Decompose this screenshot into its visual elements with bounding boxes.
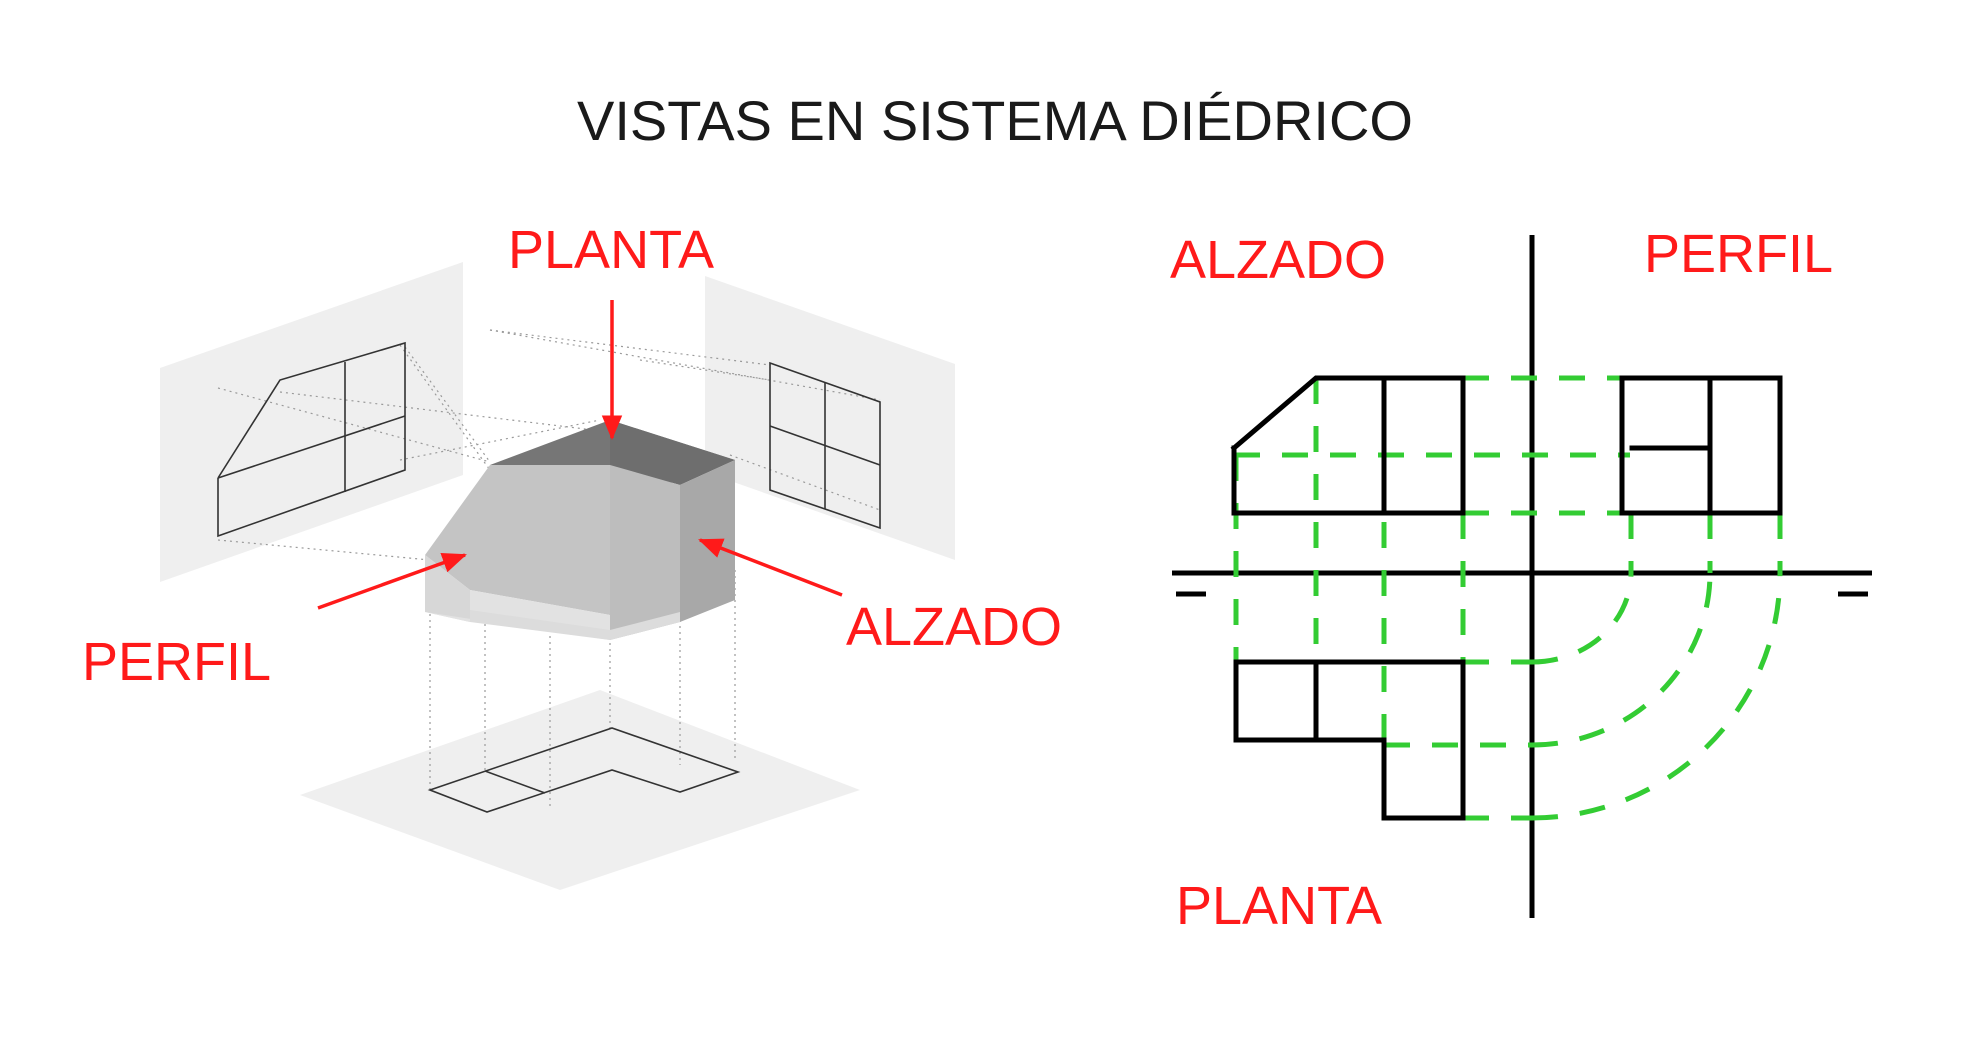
solid-piece [425, 420, 735, 640]
solid-front-face [610, 465, 680, 640]
side-view [1619, 375, 1783, 516]
ortho-label-perfil: PERFIL [1644, 224, 1833, 284]
ortho-label-alzado: ALZADO [1170, 230, 1386, 290]
plan-view [1233, 659, 1466, 821]
solid-bottom-face [470, 610, 680, 640]
solid-top-right-face [610, 420, 735, 485]
solid-slope-face [425, 465, 610, 615]
profile-plane [160, 262, 463, 582]
solid-right-face [680, 460, 735, 622]
ortho-label-planta: PLANTA [1176, 876, 1382, 936]
front-projection [769, 361, 881, 530]
isometric-label-planta: PLANTA [508, 220, 714, 280]
diagram-title: VISTAS EN SISTEMA DIÉDRICO [577, 89, 1413, 152]
plan-plane [300, 690, 860, 890]
isometric-view: PLANTA PERFIL ALZADO [82, 220, 1062, 890]
front-view [1230, 375, 1466, 516]
front-plane [705, 276, 955, 560]
projection-lines [1233, 375, 1783, 821]
solid-left-face [425, 555, 470, 622]
profile-projection [217, 341, 406, 538]
plan-projection [427, 727, 741, 813]
alzado-arrow [698, 538, 843, 597]
perfil-arrow [317, 553, 467, 610]
orthographic-views: ALZADO PERFIL PLANTA [1170, 224, 1872, 936]
isometric-label-alzado: ALZADO [846, 597, 1062, 657]
isometric-label-perfil: PERFIL [82, 632, 271, 692]
